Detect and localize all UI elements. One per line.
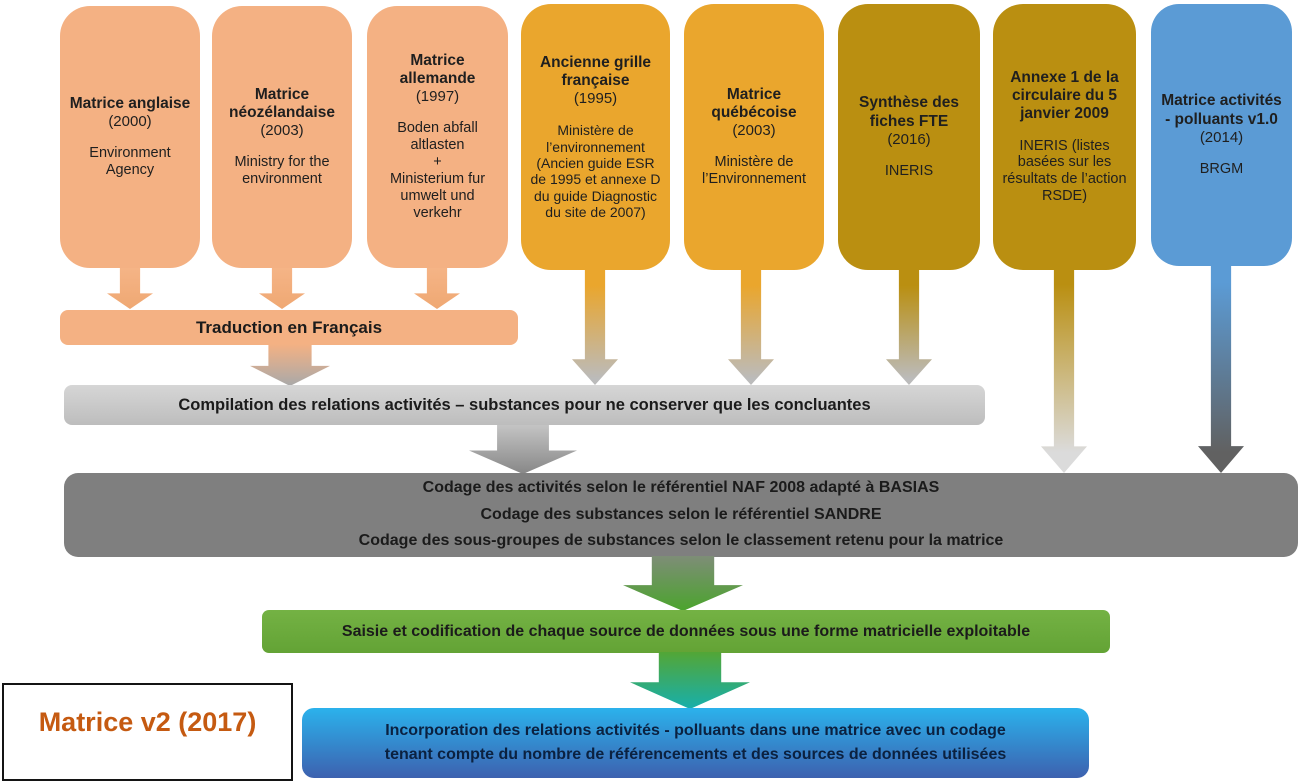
source-body: Ministère de l’environnement (Ancien gui…	[530, 122, 661, 221]
source-title: Synthèse des fiches FTE	[859, 94, 959, 130]
source-year: (2000)	[108, 113, 152, 131]
arrow-down-icon	[630, 652, 750, 709]
arrow-down-icon	[728, 268, 774, 385]
arrow-down-icon	[107, 268, 153, 309]
source-box-synthese-fiches-fte: Synthèse des fiches FTE (2016) INERIS	[838, 4, 980, 270]
step-incorporation-bar: Incorporation des relations activités - …	[302, 708, 1089, 778]
step-traduction-bar: Traduction en Français	[60, 310, 518, 345]
step-compilation-label: Compilation des relations activités – su…	[178, 395, 871, 414]
arrow-down-icon	[1198, 266, 1244, 473]
source-body: Environment Agency	[89, 145, 171, 179]
step-codage-label: Codage des activités selon le référentie…	[358, 479, 1004, 550]
source-body: INERIS (listes basées sur les résultats …	[1002, 137, 1127, 205]
arrow-down-icon	[414, 268, 460, 309]
step-saisie-bar: Saisie et codification de chaque source …	[262, 610, 1110, 653]
arrow-down-icon	[623, 556, 743, 611]
step-traduction-label: Traduction en Français	[195, 317, 383, 337]
step-codage-bar: Codage des activités selon le référentie…	[64, 473, 1298, 557]
source-body: BRGM	[1199, 160, 1244, 177]
arrow-down-icon	[1041, 268, 1087, 473]
source-body: Ministère de l’Environnement	[702, 154, 806, 188]
arrow-down-icon	[886, 268, 932, 385]
arrow-down-icon	[250, 344, 330, 386]
source-year: (2014)	[1199, 128, 1244, 146]
source-title: Matrice québécoise	[711, 85, 797, 122]
source-title: Annexe 1 de la circulaire du 5 janvier 2…	[1010, 68, 1119, 123]
source-body: INERIS	[884, 162, 934, 179]
result-label-box: Matrice v2 (2017)	[2, 683, 293, 781]
source-box-matrice-allemande: Matrice allemande (1997) Boden abfall al…	[367, 6, 508, 268]
source-year: (2003)	[260, 122, 304, 140]
arrow-down-icon	[469, 425, 577, 474]
result-label-text: Matrice v2 (2017)	[38, 706, 257, 737]
source-title: Matrice néozélandaise	[229, 85, 335, 122]
source-box-matrice-quebecoise: Matrice québécoise (2003) Ministère de l…	[684, 4, 824, 270]
source-body: Ministry for the environment	[234, 154, 330, 188]
source-year: (2003)	[732, 122, 776, 140]
step-saisie-label: Saisie et codification de chaque source …	[341, 622, 1031, 640]
source-body: Boden abfall altlasten + Ministerium fur…	[389, 120, 486, 222]
source-year: (2016)	[887, 130, 931, 148]
source-box-ancienne-grille-francaise: Ancienne grille française (1995) Ministè…	[521, 4, 670, 270]
source-year: (1997)	[415, 88, 460, 106]
source-box-matrice-neozelandaise: Matrice néozélandaise (2003) Ministry fo…	[212, 6, 352, 268]
source-title: Ancienne grille française	[539, 53, 652, 89]
source-title: Matrice anglaise	[69, 94, 191, 112]
source-year: (1995)	[573, 90, 618, 108]
source-box-matrice-anglaise: Matrice anglaise (2000) Environment Agen…	[60, 6, 200, 268]
source-box-matrice-activites-polluants: Matrice activités - polluants v1.0 (2014…	[1151, 4, 1292, 266]
arrow-down-icon	[572, 268, 618, 385]
arrow-down-icon	[259, 268, 305, 309]
source-title: Matrice activités - polluants v1.0	[1161, 92, 1282, 128]
source-title: Matrice allemande	[399, 51, 476, 88]
step-incorporation-label: Incorporation des relations activités - …	[384, 722, 1007, 763]
step-compilation-bar: Compilation des relations activités – su…	[64, 385, 985, 425]
source-box-annexe-1-circulaire: Annexe 1 de la circulaire du 5 janvier 2…	[993, 4, 1136, 270]
